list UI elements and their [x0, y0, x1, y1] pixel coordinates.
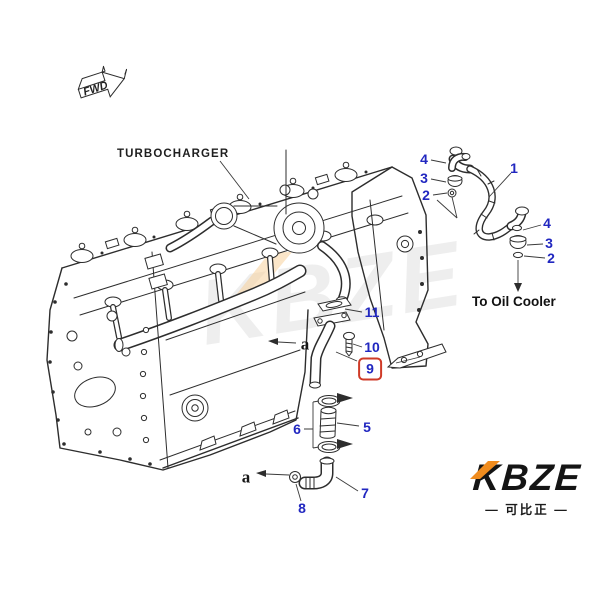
part-callout-9-highlighted: 9 [358, 357, 382, 381]
part-callout-2: 2 [422, 187, 430, 203]
hose-small-parts [289, 393, 353, 490]
fwd-arrow: FWD [77, 65, 128, 99]
watermark-logo: KBZE [192, 222, 471, 364]
part-callout-6: 6 [293, 421, 301, 437]
part-callout-10: 10 [364, 339, 380, 355]
turbocharger-label: TURBOCHARGER [117, 148, 230, 160]
detail-marker-a-2: a [241, 467, 251, 487]
part-callout-1: 1 [510, 160, 518, 176]
leader-lines [219, 159, 546, 502]
part-callout-7: 7 [361, 485, 369, 501]
part-callout-4: 4 [543, 215, 551, 231]
part-callout-5: 5 [363, 419, 371, 435]
oil-drain-tube-parts [309, 297, 355, 389]
part-callout-4: 4 [420, 151, 428, 167]
to-oil-cooler-label: To Oil Cooler [472, 294, 556, 309]
engine-line-art [46, 149, 447, 471]
brand-logo: KBZE — 可比正 — [452, 457, 600, 518]
part-callout-11: 11 [364, 304, 380, 320]
detail-marker-a-1: a [300, 334, 310, 354]
brand-logo-subtext: — 可比正 — [485, 503, 569, 517]
oil-hose-assembly [447, 146, 529, 292]
brand-logo-text: KBZE [471, 457, 583, 498]
fwd-arrow-label: FWD [82, 79, 110, 98]
part-callout-3: 3 [545, 235, 553, 251]
part-callout-8: 8 [298, 500, 306, 516]
part-callout-3: 3 [420, 170, 428, 186]
part-callout-2: 2 [547, 250, 555, 266]
svg-text:KBZE: KBZE [192, 222, 471, 364]
